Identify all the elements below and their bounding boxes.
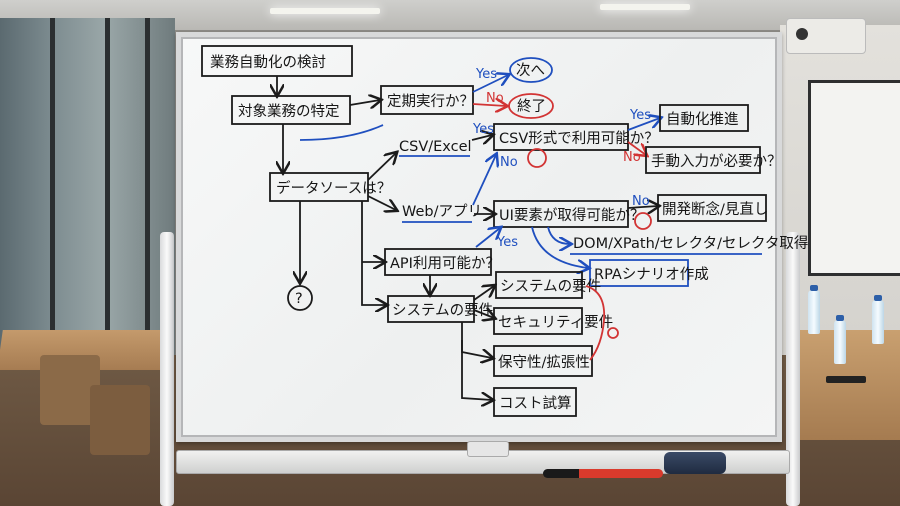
title-text: 業務自動化の検討 [210,54,326,71]
yes-label-2: Yes [472,122,494,137]
dev-stop-text: 開発断念/見直し [662,200,768,218]
rpa-text: RPAシナリオ作成 [594,266,709,283]
yes-label-3: Yes [629,108,651,123]
data-source-text: データソースは？ [276,179,391,197]
web-app-text: Web/アプリ [402,203,482,220]
promote-text: 自動化推進 [666,111,739,128]
security-text: セキュリティ要件 [498,314,613,331]
end-text: 終了 [517,98,546,115]
yes-label: Yes [475,67,497,82]
next-text: 次へ [516,62,545,79]
csv-excel-text: CSV/Excel [399,139,472,155]
no-label-4: No [632,194,650,209]
no-label: No [486,91,504,106]
no-label-3: No [623,150,641,165]
ui-text: UI要素が取得可能か？ [499,207,644,224]
periodic-text: 定期実行か？ [387,93,474,110]
api-text: API利用可能か？ [390,255,500,272]
sys-req-text: システムの要件 [392,302,493,319]
target-text: 対象業務の特定 [238,103,340,120]
red-circle [528,149,546,167]
question-text: ? [295,291,303,307]
csv-usable-text: CSV形式で利用可能か？ [499,130,659,147]
maintain-text: 保守性/拡張性 [498,354,590,371]
dom-xpath-text: DOM/XPath/セレクタ/セレクタ取得 [573,235,808,252]
yes-label-4: Yes [496,235,518,250]
cost-text: コスト試算 [499,395,572,412]
no-label-2: No [500,155,518,170]
manual-text: 手動入力が必要か？ [651,153,782,170]
